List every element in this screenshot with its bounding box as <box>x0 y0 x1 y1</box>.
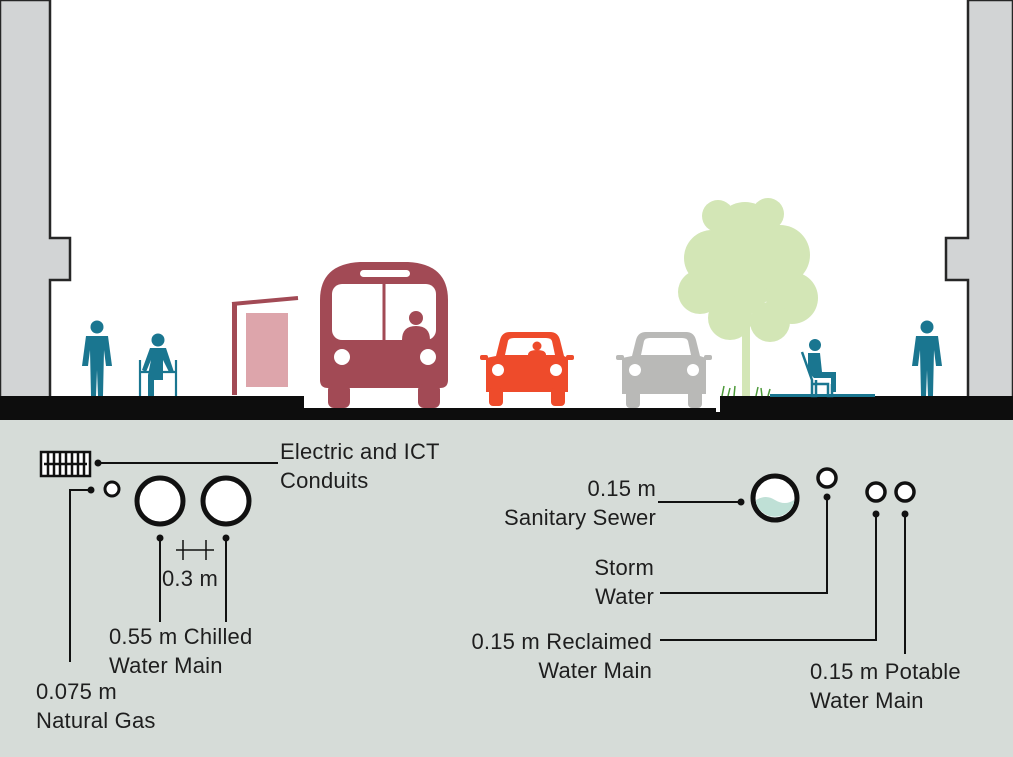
sewer-leader-dot <box>737 498 745 506</box>
natural-gas-label: 0.075 m Natural Gas <box>36 677 156 735</box>
spacing-dimension <box>176 540 214 560</box>
red-car-icon <box>480 332 574 406</box>
storm-leader-dot <box>823 493 831 501</box>
electric-label-line2: Conduits <box>280 468 369 493</box>
storm-water-label: Storm Water <box>594 553 654 611</box>
potable-water-label: 0.15 m Potable Water Main <box>810 657 961 715</box>
potable-water-pipe-icon <box>894 481 916 503</box>
electric-leader-dot <box>94 459 102 467</box>
spacing-label-text: 0.3 m <box>162 566 219 591</box>
storm-water-pipe-icon <box>816 467 838 489</box>
reclaimed-leader-line <box>660 514 877 641</box>
chilled-water-pipe-icon <box>134 475 186 527</box>
seated-person-icon <box>770 339 875 398</box>
chilled-leader-dot <box>156 534 164 542</box>
storm-label-line1: Storm <box>594 555 654 580</box>
storm-leader-line <box>660 497 828 594</box>
potable-label-line1: 0.15 m Potable <box>810 659 961 684</box>
tree-icon <box>678 198 818 397</box>
potable-leader-dot <box>901 510 909 518</box>
gas-label-line2: Natural Gas <box>36 708 156 733</box>
reclaimed-water-label: 0.15 m Reclaimed Water Main <box>472 627 653 685</box>
gas-leader-dot <box>87 486 95 494</box>
bus-icon <box>320 262 448 408</box>
natural-gas-pipe-icon <box>103 480 121 498</box>
chilled-label-line2: Water Main <box>109 653 223 678</box>
sanitary-sewer-label: 0.15 m Sanitary Sewer <box>504 474 656 532</box>
gas-leader-line <box>69 489 91 662</box>
reclaimed-water-pipe-icon <box>865 481 887 503</box>
bus-shelter-icon <box>231 296 299 395</box>
spacing-label: 0.3 m <box>162 564 218 593</box>
gas-label-line1: 0.075 m <box>36 679 117 704</box>
chilled-water-pipe-icon <box>200 475 252 527</box>
road-surface <box>0 396 1013 420</box>
electric-label-line1: Electric and ICT <box>280 439 440 464</box>
electric-conduit-icon <box>39 450 92 478</box>
reclaimed-label-line2: Water Main <box>538 658 652 683</box>
reclaimed-leader-dot <box>872 510 880 518</box>
pedestrian-icon <box>912 320 942 396</box>
pedestrian-icon <box>82 320 112 396</box>
storm-label-line2: Water <box>595 584 654 609</box>
underground <box>0 418 1013 757</box>
chilled-label-line1: 0.55 m Chilled <box>109 624 253 649</box>
sewer-label-line2: Sanitary Sewer <box>504 505 656 530</box>
potable-label-line2: Water Main <box>810 688 924 713</box>
sewer-label-line1: 0.15 m <box>587 476 656 501</box>
electric-conduits-label: Electric and ICT Conduits <box>280 437 440 495</box>
sewer-water-level <box>756 497 794 517</box>
reclaimed-label-line1: 0.15 m Reclaimed <box>471 629 652 654</box>
chilled-water-label: 0.55 m Chilled Water Main <box>109 622 252 680</box>
wheelchair-user-icon <box>138 333 178 396</box>
grey-car-icon <box>616 332 712 408</box>
chilled-leader-dot <box>222 534 230 542</box>
